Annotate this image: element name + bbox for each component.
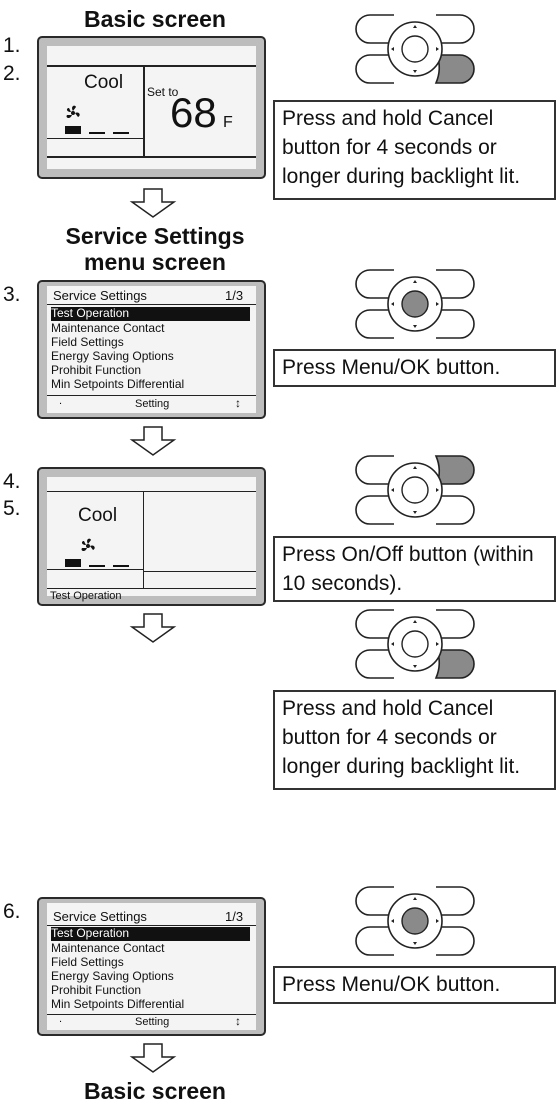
step-number-1: 1. (3, 34, 21, 57)
down-arrow-icon (129, 426, 177, 456)
step-number-3: 3. (3, 283, 21, 306)
heading-basic-screen-end: Basic screen (84, 1078, 226, 1104)
test-operation-display: Cool Test Operation (37, 467, 266, 606)
fan-speed-bars-test (65, 559, 135, 567)
test-mode-label: Cool (78, 505, 118, 526)
down-arrow-icon (129, 613, 177, 643)
updown-arrow-icon: ↕ (235, 396, 241, 410)
down-arrow-icon (129, 188, 177, 218)
menu-footer-setting: Setting (135, 398, 170, 410)
instruction-press-on-off: Press On/Off button (within 10 seconds). (273, 536, 556, 602)
fan-icon-test (81, 538, 95, 552)
mode-label: Cool (84, 72, 124, 93)
instruction-press-menu-ok-2: Press Menu/OK button. (273, 966, 556, 1004)
service-settings-menu-1: Service Settings 1/3 Test Operation Main… (37, 280, 266, 419)
button-pad-on-off-pressed (355, 455, 475, 525)
instruction-hold-cancel: Press and hold Cancel button for 4 secon… (273, 100, 556, 200)
heading-service-settings: Service Settings (65, 223, 245, 249)
instruction-hold-cancel-2: Press and hold Cancel button for 4 secon… (273, 690, 556, 790)
button-pad-menu-ok-pressed-2 (355, 886, 475, 956)
menu-title: Service Settings (53, 909, 147, 924)
heading-basic-screen: Basic screen (84, 6, 226, 32)
heading-menu-screen: menu screen (84, 249, 226, 275)
test-status-label: Test Operation (50, 590, 122, 602)
updown-arrow-icon: ↕ (235, 1014, 241, 1028)
step-number-2: 2. (3, 62, 21, 85)
step-number-6: 6. (3, 900, 21, 923)
menu-item-maintenance-contact[interactable]: Maintenance Contact (51, 321, 165, 335)
menu-item-test-operation[interactable]: Test Operation (51, 307, 250, 321)
fan-speed-bars (65, 126, 135, 134)
menu-footer-dot: . (59, 395, 63, 407)
menu-page-indicator: 1/3 (225, 288, 244, 303)
step-number-5: 5. (3, 497, 21, 520)
basic-screen-display: Cool Set to 68 F (37, 36, 266, 179)
menu-item-energy-saving[interactable]: Energy Saving Options (51, 349, 174, 363)
service-settings-menu-2: Service Settings 1/3 Test Operation Main… (37, 897, 266, 1036)
menu-item-min-setpoints[interactable]: Min Setpoints Differential (51, 377, 185, 391)
set-to-label: Set to (147, 85, 179, 99)
down-arrow-icon (129, 1043, 177, 1073)
button-pad-cancel-pressed (355, 14, 475, 84)
menu-footer-dot: . (59, 1013, 63, 1025)
temperature-unit: F (223, 114, 233, 131)
menu-item-maintenance-contact[interactable]: Maintenance Contact (51, 941, 165, 955)
menu-item-prohibit-function[interactable]: Prohibit Function (51, 983, 142, 997)
menu-page-indicator: 1/3 (225, 909, 244, 924)
menu-item-field-settings[interactable]: Field Settings (51, 955, 124, 969)
menu-footer-setting: Setting (135, 1016, 170, 1028)
fan-icon (66, 105, 80, 119)
instruction-press-menu-ok: Press Menu/OK button. (273, 349, 556, 387)
button-pad-menu-ok-pressed (355, 269, 475, 339)
menu-item-prohibit-function[interactable]: Prohibit Function (51, 363, 142, 377)
menu-title: Service Settings (53, 288, 147, 303)
menu-item-field-settings[interactable]: Field Settings (51, 335, 124, 349)
menu-item-min-setpoints[interactable]: Min Setpoints Differential (51, 997, 185, 1011)
temperature-value: 68 (170, 89, 217, 136)
menu-item-energy-saving[interactable]: Energy Saving Options (51, 969, 174, 983)
step-number-4: 4. (3, 470, 21, 493)
menu-item-test-operation[interactable]: Test Operation (51, 927, 250, 941)
button-pad-cancel-pressed-2 (355, 609, 475, 679)
